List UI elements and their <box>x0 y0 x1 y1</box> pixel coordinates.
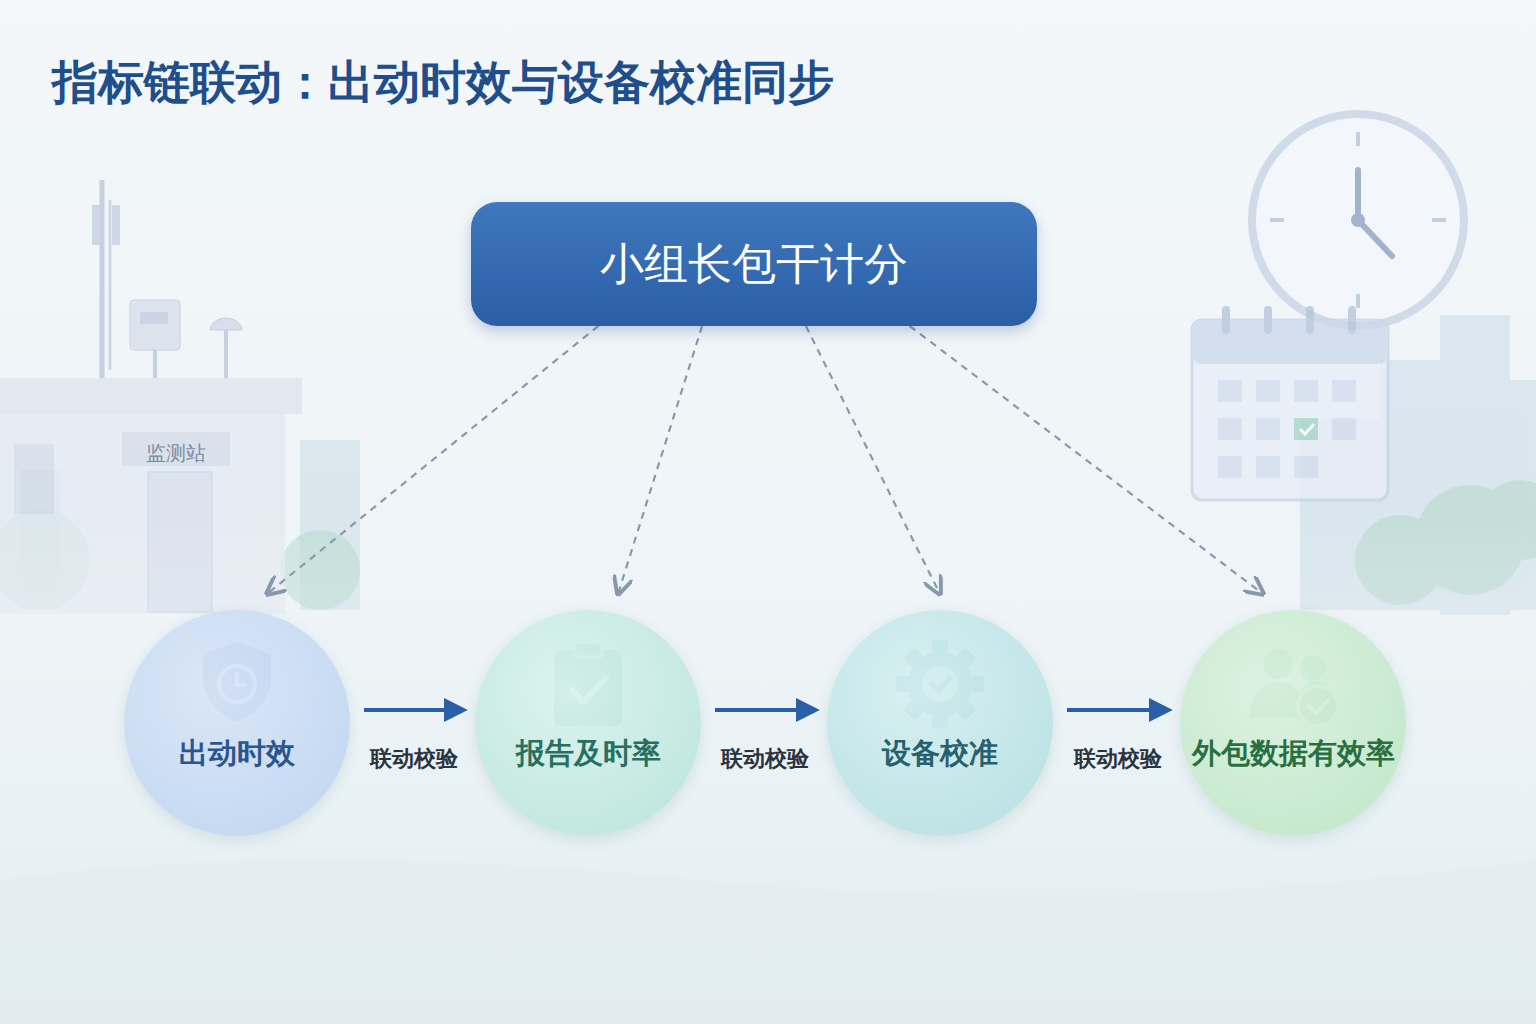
circle-label: 出动时效 <box>179 734 295 774</box>
metric-circle: 出动时效 <box>124 610 350 836</box>
metric-circle: 报告及时率 <box>475 610 701 836</box>
edge-label: 联动校验 <box>721 744 809 774</box>
link-arrow <box>715 708 815 712</box>
edge-label: 联动校验 <box>1074 744 1162 774</box>
circle-label: 设备校准 <box>882 734 998 774</box>
dashed-arrow <box>910 326 1263 594</box>
circle-label: 外包数据有效率 <box>1192 734 1395 774</box>
dashed-arrow <box>806 326 940 594</box>
link-arrow <box>1067 708 1168 712</box>
edge-label: 联动校验 <box>370 744 458 774</box>
sign-label: 监测站 <box>146 440 206 467</box>
circle-label: 报告及时率 <box>516 734 661 774</box>
dashed-arrow <box>267 326 598 594</box>
dashed-arrow <box>618 326 702 594</box>
box-label: 小组长包干计分 <box>600 235 908 294</box>
metric-circle: 设备校准 <box>827 610 1053 836</box>
diagram-title: 指标链联动：出动时效与设备校准同步 <box>52 52 834 114</box>
metric-circle: 外包数据有效率 <box>1180 610 1406 836</box>
score-box: 小组长包干计分 <box>471 202 1037 326</box>
link-arrow <box>364 708 463 712</box>
